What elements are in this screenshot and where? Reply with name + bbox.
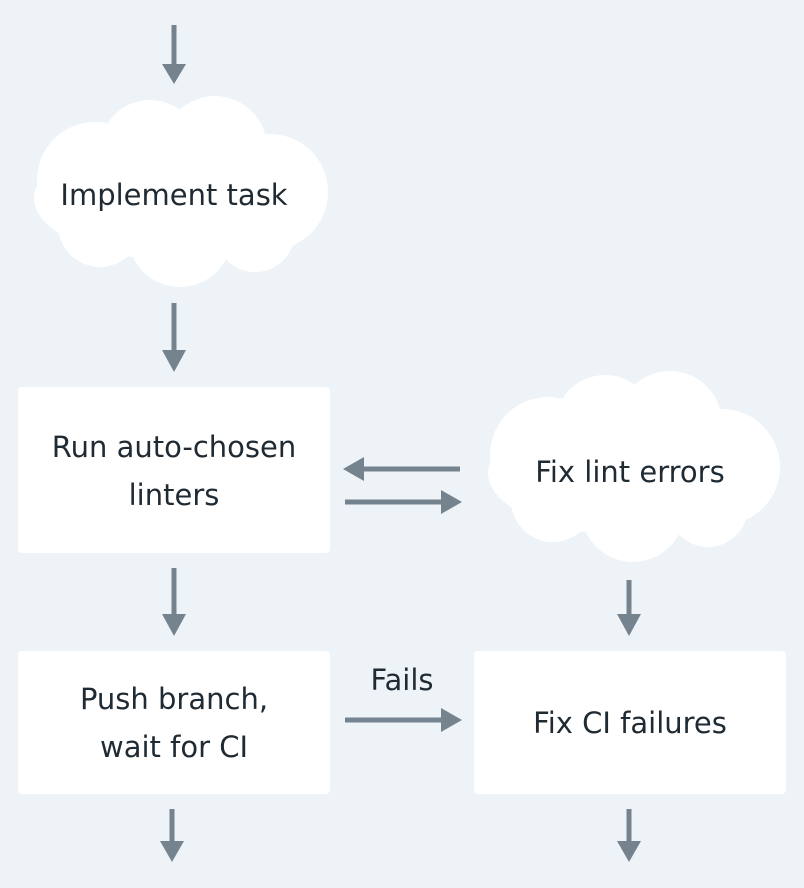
run-linters-label-line1: Run auto-chosen [52, 430, 297, 464]
fix-ci-box [474, 651, 786, 794]
fails-edge-label: Fails [370, 663, 433, 697]
node-push-branch: Push branch, wait for CI [18, 651, 330, 794]
fix-ci-failures-label: Fix CI failures [533, 706, 727, 740]
push-branch-label-line1: Push branch, [80, 682, 268, 716]
arrow-lint-to-linters [343, 457, 460, 481]
arrow-implement-to-linters [162, 303, 186, 372]
node-fix-ci-failures: Fix CI failures [474, 651, 786, 794]
cloud-shape [488, 371, 780, 562]
push-branch-label-line2: wait for CI [100, 730, 248, 764]
arrow-push-to-ci: Fails [345, 663, 462, 732]
arrow-linters-to-push [162, 568, 186, 636]
run-linters-label-line2: linters [129, 478, 220, 512]
implement-task-label: Implement task [60, 178, 287, 212]
node-fix-lint-errors: Fix lint errors [488, 371, 780, 562]
push-branch-box [18, 651, 330, 794]
fix-lint-errors-label: Fix lint errors [535, 455, 724, 489]
arrow-entry [162, 25, 186, 84]
cloud-shape [34, 96, 328, 287]
node-implement-task: Implement task [34, 96, 328, 287]
arrow-lint-to-ci [617, 580, 641, 636]
arrow-exit-push [160, 809, 184, 862]
node-run-linters: Run auto-chosen linters [18, 387, 330, 553]
run-linters-box [18, 387, 330, 553]
arrow-linters-to-lint [345, 490, 462, 514]
arrow-exit-ci [617, 809, 641, 862]
